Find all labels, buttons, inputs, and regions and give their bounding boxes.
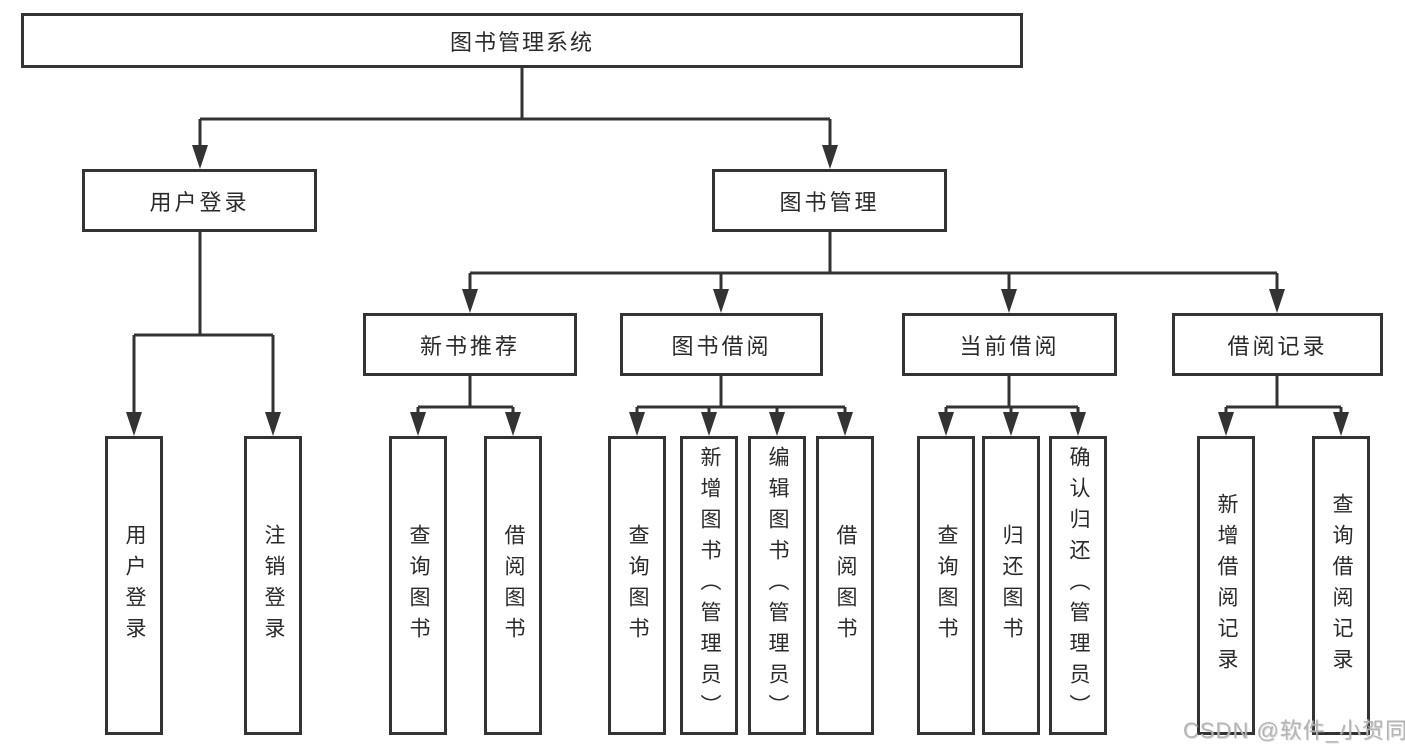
node-current-borrowing: 当前借阅 (902, 313, 1117, 376)
leaf-label: 新增借阅记录 (1215, 492, 1239, 679)
leaf-user-login: 用户登录 (105, 436, 163, 735)
arrowheads (126, 145, 1349, 436)
node-new-book-recommend: 新书推荐 (363, 313, 577, 376)
leaf-label: 注销登录 (262, 523, 286, 648)
leaf-label: 查询图书 (935, 523, 959, 648)
node-book-management: 图书管理 (712, 169, 947, 232)
leaf-label: 编辑图书（管理员） (766, 446, 790, 725)
leaf-return-book: 归还图书 (982, 436, 1040, 735)
node-user-login: 用户登录 (82, 169, 317, 232)
leaf-add-borrow-record: 新增借阅记录 (1197, 436, 1255, 735)
watermark: CSDN @软件_小贺同学 (1183, 718, 1405, 743)
leaf-edit-book-admin: 编辑图书（管理员） (748, 436, 806, 735)
node-borrowing-records: 借阅记录 (1172, 313, 1383, 376)
leaf-confirm-return-admin: 确认归还（管理员） (1049, 436, 1107, 735)
node-book-borrowing: 图书借阅 (620, 313, 823, 376)
leaf-label: 借阅图书 (502, 523, 526, 648)
leaf-label: 归还图书 (1000, 523, 1024, 648)
leaf-query-books-borrowing: 查询图书 (608, 436, 666, 735)
leaf-query-books-recommend: 查询图书 (389, 436, 447, 735)
leaf-borrow-books-borrowing: 借阅图书 (816, 436, 874, 735)
leaf-label: 确认归还（管理员） (1067, 446, 1091, 725)
leaf-label: 查询借阅记录 (1330, 492, 1354, 679)
leaf-label: 借阅图书 (834, 523, 858, 648)
leaf-label: 查询图书 (626, 523, 650, 648)
leaf-borrow-books-recommend: 借阅图书 (484, 436, 542, 735)
leaf-logout: 注销登录 (244, 436, 302, 735)
node-root-system: 图书管理系统 (21, 13, 1023, 68)
leaf-add-book-admin: 新增图书（管理员） (680, 436, 738, 735)
leaf-label: 查询图书 (407, 523, 431, 648)
leaf-query-borrow-record: 查询借阅记录 (1312, 436, 1370, 735)
leaf-query-books-current: 查询图书 (917, 436, 975, 735)
connector-paths (132, 68, 1343, 420)
leaf-label: 新增图书（管理员） (698, 446, 722, 725)
leaf-label: 用户登录 (123, 523, 147, 648)
